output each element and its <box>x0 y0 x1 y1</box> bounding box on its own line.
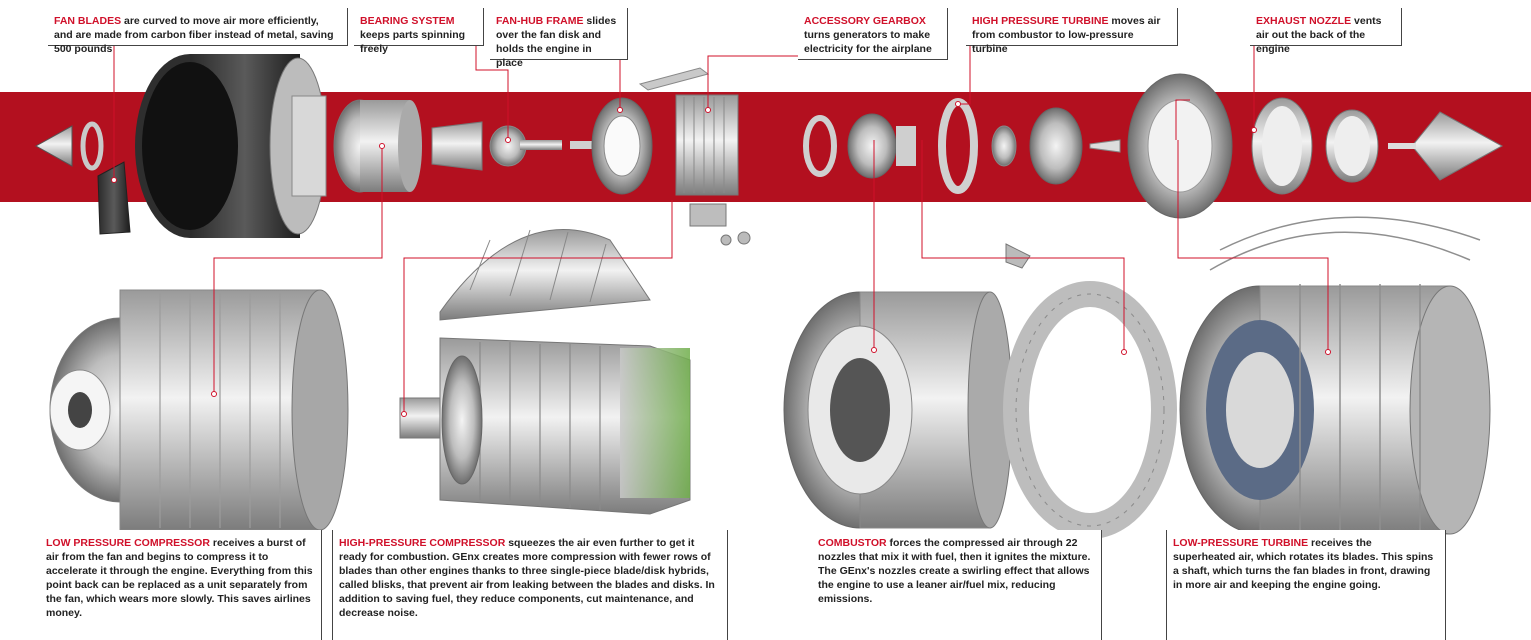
callout-text: squeezes the air even further to get it … <box>339 537 715 619</box>
accessory-gearbox-small <box>689 203 751 246</box>
callout-fan-hub-frame: FAN-HUB FRAME slides over the fan disk a… <box>490 8 628 69</box>
combustor-small <box>847 113 897 179</box>
callout-text: receives a burst of air from the fan and… <box>46 537 313 619</box>
callout-high-pressure-turbine: HIGH PRESSURE TURBINE moves air from com… <box>966 8 1178 55</box>
lp-compressor-large <box>49 289 349 531</box>
callout-bearing-system: BEARING SYSTEM keeps parts spinning free… <box>354 8 484 55</box>
callout-text: forces the compressed air through 22 noz… <box>818 537 1091 605</box>
gearbox-pipe <box>638 67 710 91</box>
fan-blade <box>97 161 131 235</box>
callout-fan-blades: FAN BLADES are curved to move air more e… <box>48 8 348 55</box>
callout-term: LOW-PRESSURE TURBINE <box>1173 537 1309 549</box>
callout-term: ACCESSORY GEARBOX <box>804 15 926 27</box>
callout-text: are curved to move air more efficiently,… <box>54 15 334 55</box>
callout-low-pressure-turbine: LOW-PRESSURE TURBINE receives the superh… <box>1166 530 1446 640</box>
bearing-cone <box>431 121 483 171</box>
hp-compressor-case <box>439 228 651 321</box>
leader-lines <box>113 40 1329 414</box>
hp-compressor-rotor <box>399 337 691 515</box>
hp-turbine-small <box>1029 107 1083 185</box>
callout-term: BEARING SYSTEM <box>360 15 455 27</box>
callout-text: vents air out the back of the engine <box>1256 15 1382 55</box>
combustor-ring <box>803 115 837 177</box>
callout-text: keeps parts spinning freely <box>360 29 466 55</box>
callout-term: EXHAUST NOZZLE <box>1256 15 1352 27</box>
small-ring <box>80 121 104 171</box>
nose-spinner <box>34 125 73 167</box>
callout-text: slides over the fan disk and holds the e… <box>496 15 617 69</box>
nozzle-ring <box>938 98 978 194</box>
callout-accessory-gearbox: ACCESSORY GEARBOX turns generators to ma… <box>798 8 948 60</box>
callout-term: LOW PRESSURE COMPRESSOR <box>46 537 210 549</box>
callout-term: FAN-HUB FRAME <box>496 15 584 27</box>
callout-combustor: COMBUSTOR forces the compressed air thro… <box>812 530 1102 640</box>
callout-term: HIGH PRESSURE TURBINE <box>972 15 1109 27</box>
callout-high-pressure-compressor: HIGH-PRESSURE COMPRESSOR squeezes the ai… <box>332 530 728 640</box>
fuel-nozzle-ring <box>1003 243 1177 539</box>
callout-term: FAN BLADES <box>54 15 122 27</box>
callout-term: HIGH-PRESSURE COMPRESSOR <box>339 537 506 549</box>
exhaust-cone <box>1411 111 1504 181</box>
combustor-large <box>783 291 1013 529</box>
callout-exhaust-nozzle: EXHAUST NOZZLE vents air out the back of… <box>1250 8 1402 55</box>
callout-text: moves air from combustor to low-pressure… <box>972 15 1161 55</box>
callout-term: COMBUSTOR <box>818 537 887 549</box>
callout-low-pressure-compressor: LOW PRESSURE COMPRESSOR receives a burst… <box>40 530 322 640</box>
callout-text: turns generators to make electricity for… <box>804 29 932 55</box>
callout-text: receives the superheated air, which rota… <box>1173 537 1434 591</box>
lp-turbine-large <box>1179 216 1491 540</box>
